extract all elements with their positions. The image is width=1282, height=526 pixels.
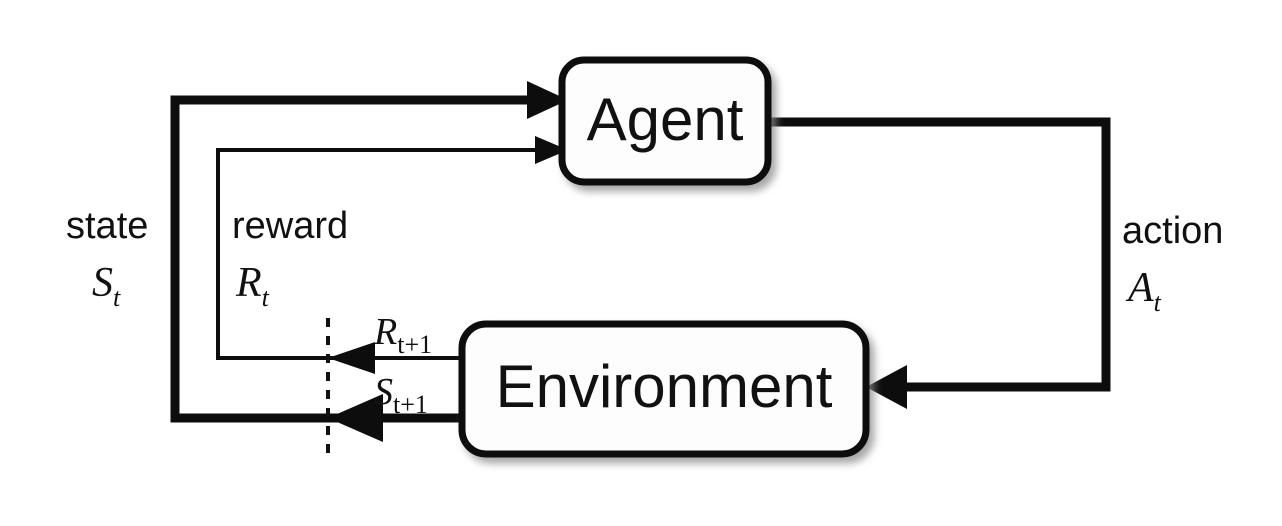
reward-next-symbol: Rt+1 <box>373 311 432 359</box>
reward-symbol: Rt <box>235 260 270 312</box>
reward-text-label: reward <box>232 205 348 247</box>
reward-arrowhead-icon <box>535 136 568 164</box>
reward-next-symbol-subscript: t+1 <box>397 330 432 359</box>
action-symbol-base: A <box>1125 265 1154 311</box>
environment-label: Environment <box>496 353 833 420</box>
label-state: state St <box>66 205 148 312</box>
action-symbol: At <box>1125 265 1162 317</box>
reward-next-arrowhead-icon <box>328 342 375 374</box>
node-environment[interactable]: Environment <box>458 320 870 458</box>
node-agent[interactable]: Agent <box>558 56 772 186</box>
label-reward: reward Rt <box>232 205 348 312</box>
label-state-next: St+1 <box>374 371 428 419</box>
reward-symbol-subscript: t <box>262 283 270 312</box>
environment-box[interactable] <box>458 320 870 458</box>
state-next-symbol: St+1 <box>374 371 428 419</box>
state-text-label: state <box>66 205 148 247</box>
label-action: action At <box>1122 210 1223 317</box>
action-arrowhead-icon <box>866 365 907 409</box>
label-reward-next: Rt+1 <box>373 311 432 359</box>
action-flow-line <box>768 117 1111 392</box>
action-text-label: action <box>1122 210 1223 252</box>
reward-symbol-base: R <box>235 260 262 306</box>
agent-box[interactable] <box>558 56 772 186</box>
agent-label: Agent <box>587 86 744 153</box>
state-next-symbol-subscript: t+1 <box>393 390 428 419</box>
edge-action <box>768 117 1111 409</box>
state-next-symbol-base: S <box>374 371 393 413</box>
state-flow-line <box>170 95 527 423</box>
state-symbol: St <box>92 260 121 312</box>
edge-state <box>170 81 568 423</box>
state-symbol-subscript: t <box>113 283 121 312</box>
edge-state-next <box>328 394 460 442</box>
action-symbol-subscript: t <box>1154 288 1162 317</box>
edge-reward-next <box>328 342 460 374</box>
state-next-arrowhead-icon <box>328 394 383 442</box>
state-arrowhead-icon <box>527 81 568 119</box>
state-symbol-base: S <box>92 260 113 306</box>
reward-next-symbol-base: R <box>373 311 397 353</box>
